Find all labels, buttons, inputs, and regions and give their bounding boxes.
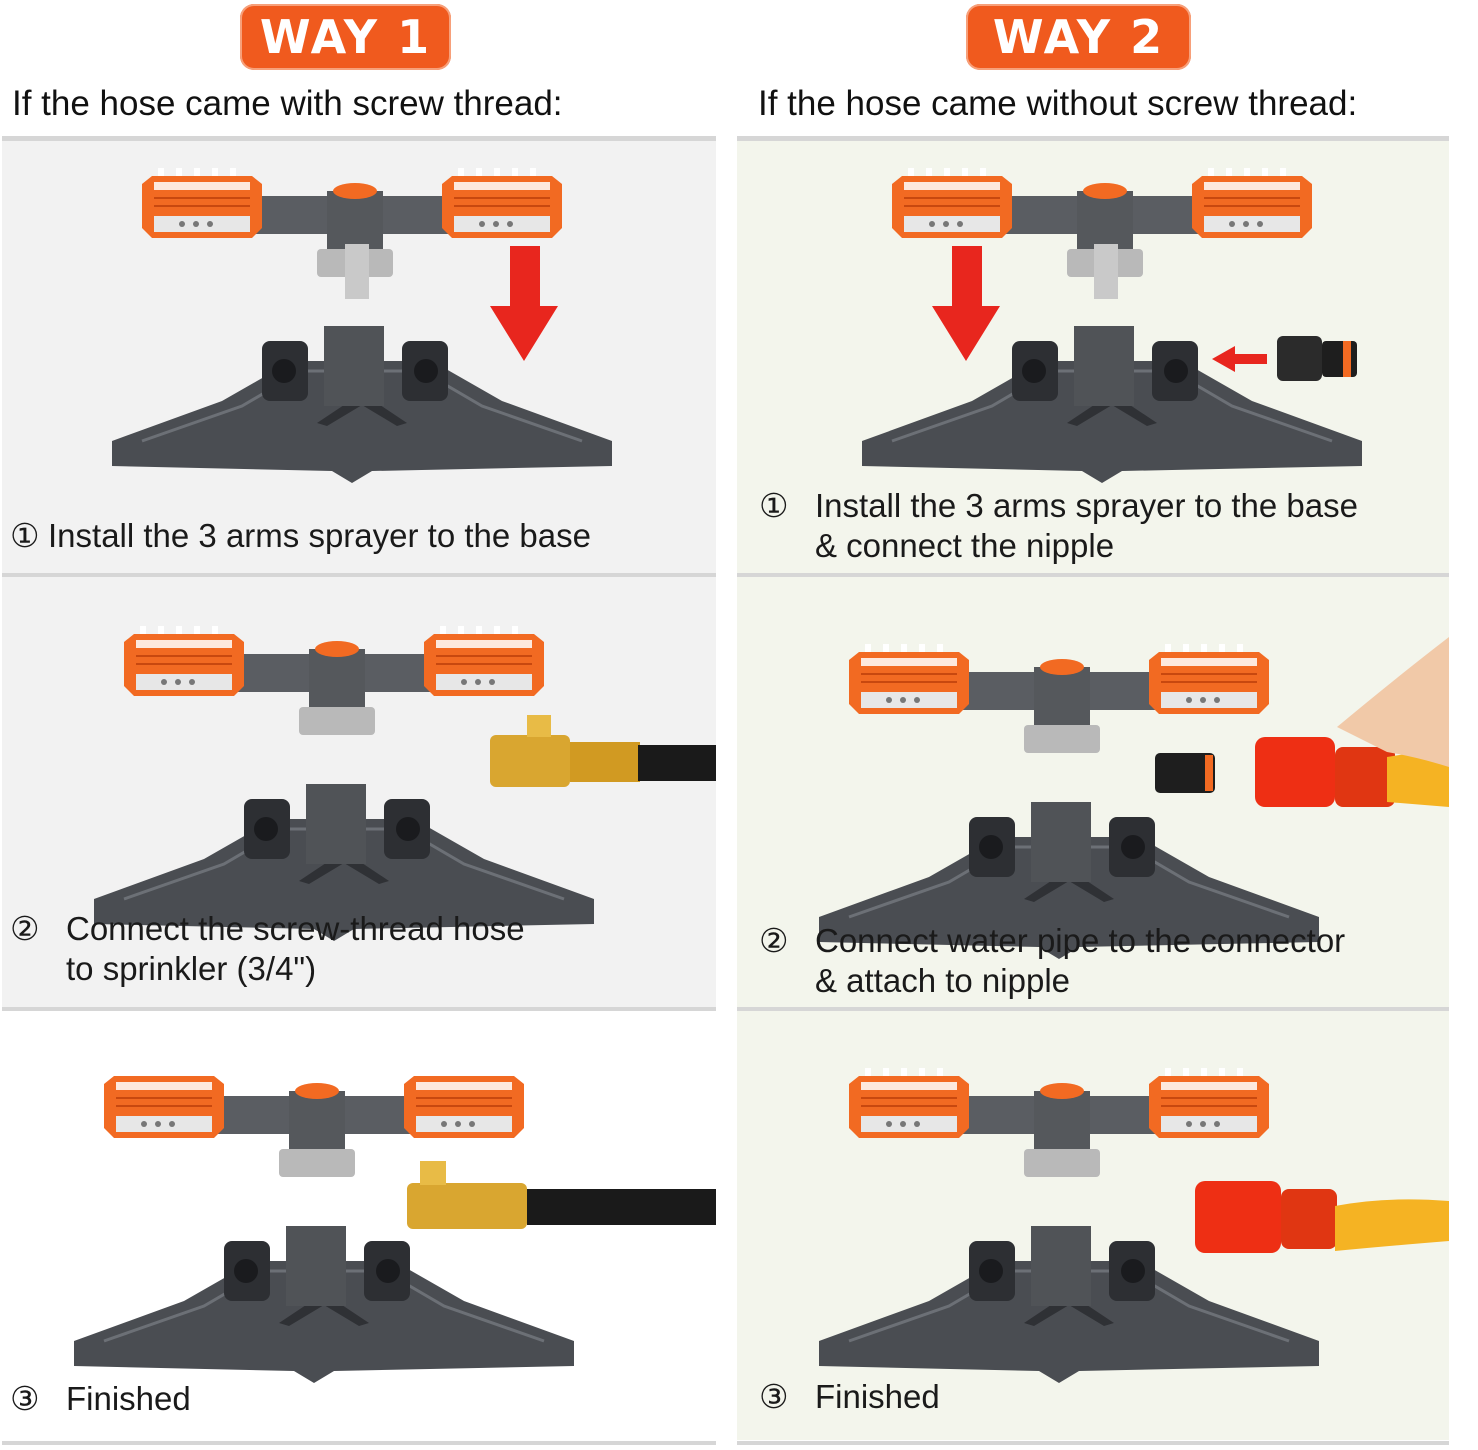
step-label: Connect the screw-thread hose [48,910,525,947]
step-label: Connect water pipe to the connector [797,922,1345,959]
way1-badge: WAY 1 [240,4,451,70]
step-number: ① [10,516,48,556]
sprinkler-step3-image [737,1011,1449,1440]
brass-connector-icon [407,1183,527,1229]
sprinkler-step1-image [2,141,716,573]
way1-subtitle: If the hose came with screw thread: [12,84,563,124]
divider [2,1007,716,1011]
left-arrow-icon [1212,346,1267,372]
step-label-line2: & attach to nipple [759,962,1070,999]
divider [737,573,1449,577]
red-connector-icon [1195,1181,1281,1253]
sprinkler-step3-image [2,1011,716,1440]
step-label: Finished [797,1378,940,1415]
divider [2,573,716,577]
hose-icon [527,1189,716,1225]
red-connector-icon [1255,737,1335,807]
down-arrow-icon [490,246,558,361]
step-label-line2: to sprinkler (3/4") [10,950,316,987]
hose-icon [638,745,716,781]
way2-subtitle: If the hose came without screw thread: [758,84,1357,124]
step-number: ① [759,486,797,526]
step-label: Finished [48,1380,191,1417]
brass-connector-icon [490,735,570,787]
step-label-line2: & connect the nipple [759,527,1114,564]
step-label: Install the 3 arms sprayer to the base [797,487,1358,524]
step-number: ② [759,921,797,961]
divider [737,1007,1449,1011]
nipple-connector-icon [1277,336,1322,381]
step-number: ③ [10,1379,48,1419]
step-label: Install the 3 arms sprayer to the base [48,517,591,554]
way2-badge: WAY 2 [966,4,1191,70]
divider [2,1441,716,1445]
down-arrow-icon [932,246,1000,361]
divider [737,1441,1449,1445]
yellow-hose-icon [1335,1199,1449,1251]
step-number: ③ [759,1377,797,1417]
step-number: ② [10,909,48,949]
